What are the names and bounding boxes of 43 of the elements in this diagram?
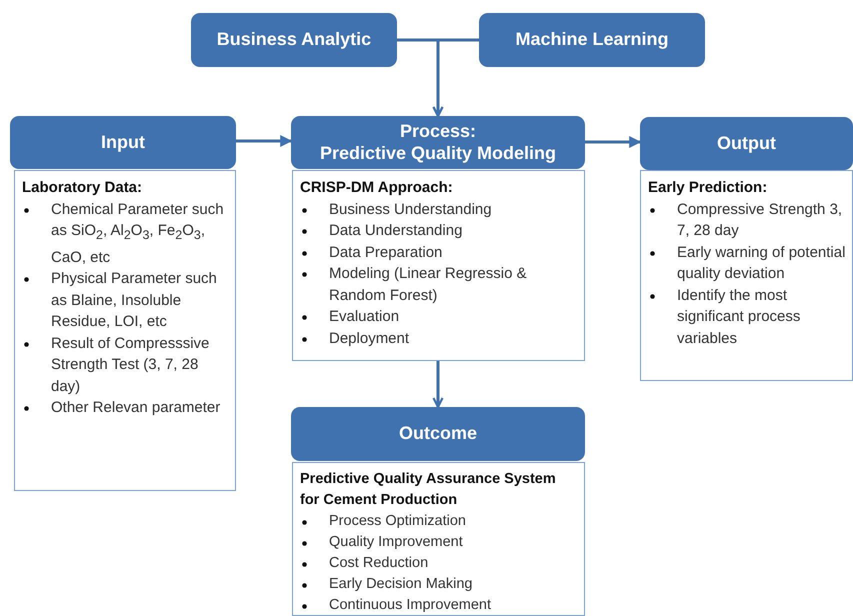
list-item: Evaluation (329, 307, 400, 327)
list-item: Compressive Strength 3, 7, 28 day (677, 200, 844, 241)
list-heading: Predictive Quality Assurance System for Cement Production (300, 470, 557, 510)
box-title: Predictive Quality Modeling (320, 142, 556, 164)
list-item: Quality Improvement (329, 533, 463, 552)
arrow (236, 135, 292, 147)
header-box (479, 13, 705, 67)
box-title: Output (717, 132, 776, 154)
box-title: Machine Learning (515, 29, 669, 51)
list-item: Result of Compresssive Strength Test (3, 7, 28 day) (51, 334, 210, 396)
list-heading: CRISP-DM Approach: (300, 178, 454, 198)
list-item: Early warning of potential quality deviation (677, 242, 846, 284)
box-title: Process: (400, 120, 476, 142)
list-item: Chemical Parameter such as SiO$_{2}$, Al$_{2}$O$_{3}$, Fe$_{2}$O$_{3}$, CaO, etc (51, 200, 225, 268)
header-box (291, 116, 585, 169)
list-item: Modeling (Linear Regressio & Random Forest) (329, 264, 528, 306)
list-panel (14, 170, 236, 491)
list-item: Other Relevan parameter (51, 398, 220, 418)
arrow (585, 136, 642, 148)
header-box (10, 116, 236, 169)
header-box (191, 13, 397, 67)
list-item: Identify the most significant process variables (677, 286, 802, 348)
list-panel (292, 170, 585, 361)
list-heading: Early Prediction: (648, 178, 768, 198)
list-item: Early Decision Making (329, 575, 472, 594)
box-title: Business Analytic (216, 29, 372, 51)
header-box (291, 407, 585, 461)
list-heading: Laboratory Data: (22, 178, 144, 198)
list-panel (640, 170, 853, 381)
list-item: Business Understanding (329, 200, 492, 220)
list-item: Data Understanding (329, 221, 462, 241)
box-title: Input (101, 132, 145, 154)
arrow (432, 361, 444, 408)
list-panel (292, 462, 585, 616)
list-item: Continuous Improvement (329, 596, 491, 615)
box-title: Outcome (398, 423, 477, 445)
list-item: Data Preparation (329, 242, 442, 262)
list-item: Cost Reduction (329, 554, 428, 573)
list-item: Deployment (329, 328, 410, 348)
list-item: Physical Parameter such as Blaine, Insoluble Residue, LOI, etc (51, 269, 218, 332)
list-item: Process Optimization (329, 512, 466, 531)
arrow (432, 38, 479, 118)
header-box (640, 117, 853, 170)
